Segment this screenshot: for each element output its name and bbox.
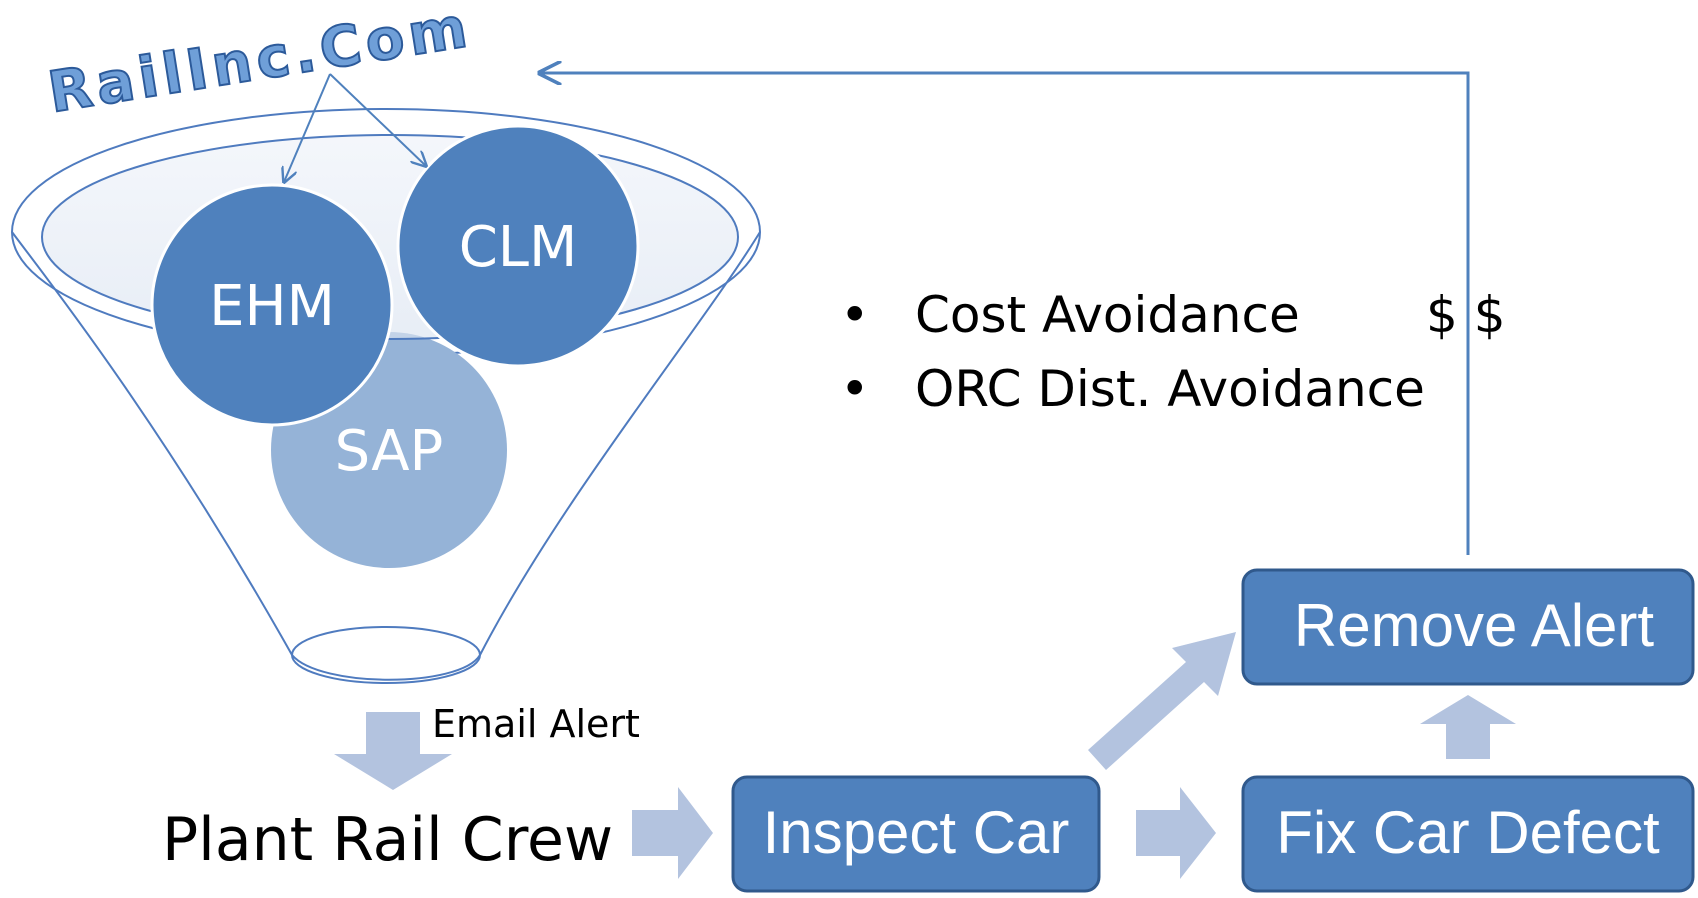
ehm-circle	[150, 183, 394, 427]
fix-car-defect-box[interactable]: Fix Car Defect	[1241, 775, 1695, 893]
remove-alert-box[interactable]: Remove Alert	[1241, 568, 1695, 686]
bullet-1-symbol: •	[840, 286, 870, 344]
plant-rail-crew-label: Plant Rail Crew	[162, 805, 613, 875]
bullet-2-text: ORC Dist. Avoidance	[915, 360, 1425, 418]
arrow-fix-to-remove	[1420, 695, 1516, 759]
arrow-to-fix	[1136, 787, 1216, 879]
fix-car-defect-label: Fix Car Defect	[1276, 799, 1660, 866]
sap-label: SAP	[335, 419, 444, 484]
logo-to-ehm-arrow	[284, 73, 331, 182]
ehm-circle-group: EHM	[150, 183, 394, 427]
arrow-inspect-to-remove	[1088, 632, 1236, 770]
remove-alert-label: Remove Alert	[1294, 592, 1654, 659]
bullet-1-text: Cost Avoidance	[915, 286, 1300, 344]
ehm-label: EHM	[209, 274, 335, 339]
email-alert-label: Email Alert	[432, 702, 640, 746]
feedback-line	[540, 73, 1470, 555]
clm-label: CLM	[459, 215, 578, 280]
railinc-logo: RailInc.Com	[44, 0, 476, 126]
clm-circle	[396, 124, 640, 368]
dollar-marker: $ $	[1426, 286, 1506, 344]
arrow-to-inspect	[632, 787, 713, 879]
clm-circle-group: CLM	[396, 124, 640, 368]
funnel-bottom-rim	[291, 626, 481, 684]
email-alert-arrow	[334, 712, 452, 790]
benefits-list: • Cost Avoidance • ORC Dist. Avoidance $…	[840, 286, 1506, 418]
inspect-car-box[interactable]: Inspect Car	[731, 775, 1101, 893]
logo-to-clm-arrow	[329, 73, 426, 166]
inspect-car-label: Inspect Car	[763, 799, 1070, 866]
bullet-2-symbol: •	[840, 360, 870, 418]
